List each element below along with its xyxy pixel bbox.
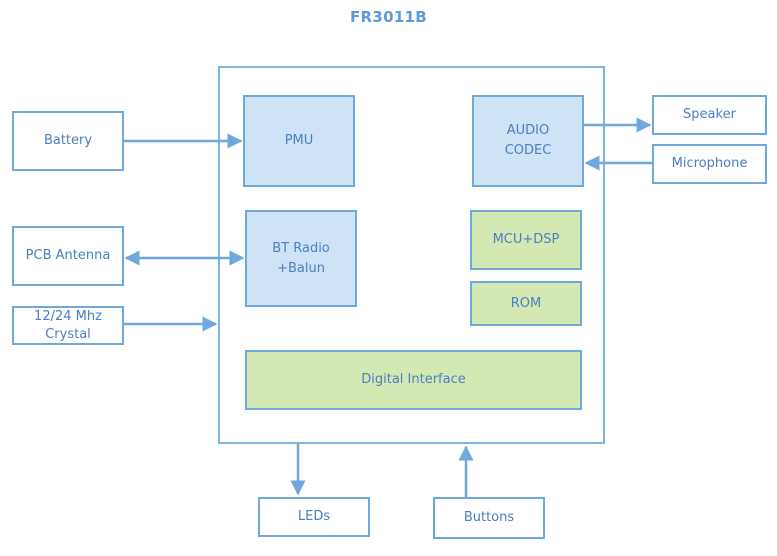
battery-box: Battery <box>12 111 124 171</box>
leds-box: LEDs <box>258 497 370 537</box>
buttons-box: Buttons <box>433 497 545 539</box>
pcb-antenna-box: PCB Antenna <box>12 226 124 286</box>
mcu-dsp-block: MCU+DSP <box>470 210 582 270</box>
crystal-box: 12/24 Mhz Crystal <box>12 306 124 345</box>
audio-codec-block: AUDIO CODEC <box>472 95 584 187</box>
bt-radio-block: BT Radio +Balun <box>245 210 357 307</box>
rom-block: ROM <box>470 281 582 326</box>
microphone-box: Microphone <box>652 144 767 184</box>
diagram-title: FR3011B <box>349 8 428 26</box>
speaker-box: Speaker <box>652 95 767 135</box>
pmu-block: PMU <box>243 95 355 187</box>
digital-interface-block: Digital Interface <box>245 350 582 410</box>
